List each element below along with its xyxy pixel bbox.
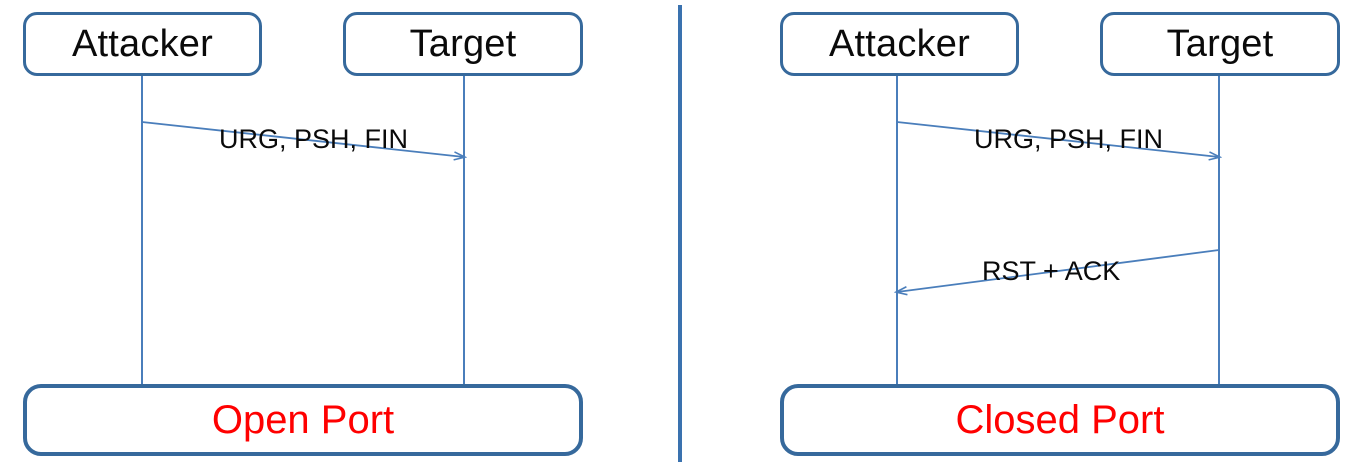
actor-box-left-target[interactable]: Target	[343, 12, 583, 76]
message-arrow-left-urg-psh-fin	[141, 121, 464, 157]
verdict-box-open-port[interactable]: Open Port	[23, 384, 583, 456]
actor-label-right-target: Target	[1166, 23, 1274, 65]
actor-label-left-attacker: Attacker	[72, 23, 213, 65]
actor-box-right-attacker[interactable]: Attacker	[780, 12, 1019, 76]
message-label-right-rst-ack: RST + ACK	[982, 256, 1121, 286]
message-arrow-right-urg-psh-fin	[896, 121, 1219, 157]
verdict-label-open-port: Open Port	[211, 398, 395, 442]
actor-label-left-target: Target	[409, 23, 517, 65]
message-label-right-urg-psh-fin: URG, PSH, FIN	[974, 124, 1164, 154]
message-label-left-urg-psh-fin: URG, PSH, FIN	[219, 124, 409, 154]
actor-box-left-attacker[interactable]: Attacker	[23, 12, 262, 76]
message-arrow-right-rst-ack	[897, 249, 1220, 292]
verdict-label-closed-port: Closed Port	[955, 398, 1165, 442]
actor-label-right-attacker: Attacker	[829, 23, 970, 65]
actor-box-right-target[interactable]: Target	[1100, 12, 1340, 76]
verdict-box-closed-port[interactable]: Closed Port	[780, 384, 1340, 456]
